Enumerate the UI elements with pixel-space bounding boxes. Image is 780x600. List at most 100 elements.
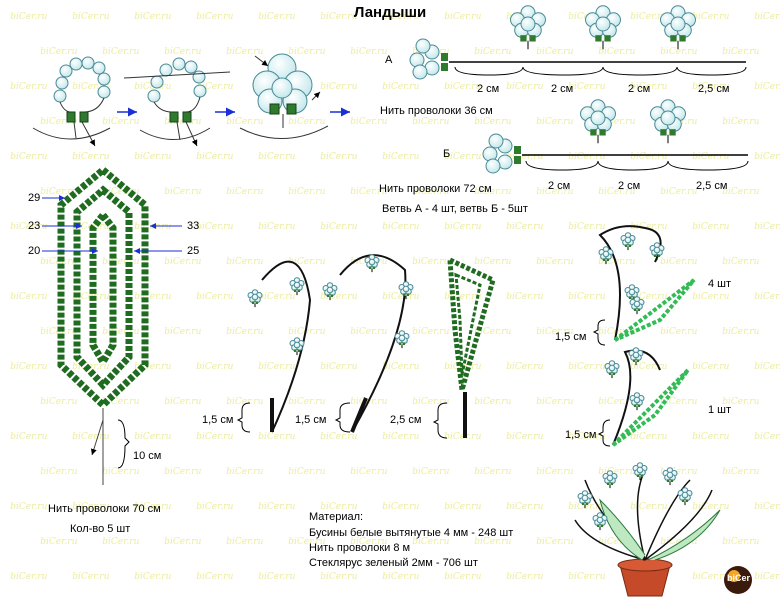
watermark-text: biCer.ru <box>10 82 48 92</box>
watermark-text: biCer.ru <box>506 222 544 232</box>
watermark-text: biCer.ru <box>722 257 760 267</box>
bell-cluster <box>247 289 263 308</box>
watermark-text: biCer.ru <box>288 327 326 337</box>
watermark-text: biCer.ru <box>692 502 730 512</box>
watermark-text: biCer.ru <box>382 152 420 162</box>
watermark-text: biCer.ru <box>72 12 110 22</box>
watermark-text: biCer.ru <box>10 432 48 442</box>
bell-cluster <box>604 360 620 379</box>
branch-b-letter: Б <box>443 148 451 160</box>
watermark-text: biCer.ru <box>630 222 668 232</box>
watermark-text: biCer.ru <box>72 82 110 92</box>
stem-length: 1,5 см <box>295 414 327 426</box>
watermark-text: biCer.ru <box>722 187 760 197</box>
assembly-length: 1,5 см <box>555 331 587 343</box>
watermark-text: biCer.ru <box>258 502 296 512</box>
watermark-text: biCer.ru <box>568 82 606 92</box>
watermark-text: biCer.ru <box>660 257 698 267</box>
bell-cluster <box>624 284 640 303</box>
watermark-text: biCer.ru <box>10 12 48 22</box>
assembly-top <box>592 225 696 346</box>
watermark-text: biCer.ru <box>226 467 264 477</box>
watermark-text: biCer.ru <box>102 537 140 547</box>
watermark-text: biCer.ru <box>692 292 730 302</box>
watermark-text: biCer.ru <box>134 152 172 162</box>
watermark-text: biCer.ru <box>630 292 668 302</box>
branch-a-spacing: 2 см <box>628 83 651 95</box>
watermark-text: biCer.ru <box>722 537 760 547</box>
watermark-text: biCer.ru <box>134 502 172 512</box>
watermark-text: biCer.ru <box>320 432 358 442</box>
branch-b-spacing: 2 см <box>618 180 641 192</box>
lily-flower <box>660 5 696 50</box>
lily-flower <box>580 99 616 144</box>
watermark-text: biCer.ru <box>536 327 574 337</box>
watermark-text: biCer.ru <box>102 327 140 337</box>
watermark-text: biCer.ru <box>598 257 636 267</box>
watermark-text: biCer.ru <box>382 222 420 232</box>
watermark-text: biCer.ru <box>258 222 296 232</box>
watermark-text: biCer.ru <box>754 362 780 372</box>
watermark-text: biCer.ru <box>164 397 202 407</box>
watermark-text: biCer.ru <box>134 82 172 92</box>
watermark-text: biCer.ru <box>536 187 574 197</box>
watermark-text: biCer.ru <box>598 537 636 547</box>
watermark-text: biCer.ru <box>506 152 544 162</box>
watermark-text: biCer.ru <box>196 12 234 22</box>
watermark-text: biCer.ru <box>226 257 264 267</box>
assembly-count: 1 шт <box>708 404 732 416</box>
watermark-text: biCer.ru <box>754 222 780 232</box>
watermark-text: biCer.ru <box>350 467 388 477</box>
watermark-text: biCer.ru <box>258 572 296 582</box>
watermark-text: biCer.ru <box>660 47 698 57</box>
watermark-text: biCer.ru <box>506 502 544 512</box>
watermark-text: biCer.ru <box>598 187 636 197</box>
watermark-text: biCer.ru <box>506 82 544 92</box>
watermark-text: biCer.ru <box>102 187 140 197</box>
flower-step-3 <box>239 53 329 139</box>
watermark-text: biCer.ru <box>444 502 482 512</box>
watermark-text: biCer.ru <box>164 327 202 337</box>
watermark-text: biCer.ru <box>164 257 202 267</box>
watermark-text: biCer.ru <box>692 12 730 22</box>
lily-flower <box>510 5 546 50</box>
watermark-text: biCer.ru <box>692 152 730 162</box>
watermark-text: biCer.ru <box>660 187 698 197</box>
watermark-text: biCer.ru <box>474 187 512 197</box>
flower-step-1 <box>32 56 111 146</box>
bell-cluster <box>632 462 648 481</box>
watermark-text: biCer.ru <box>226 47 264 57</box>
watermark-text: biCer.ru <box>474 397 512 407</box>
watermark-text: biCer.ru <box>134 362 172 372</box>
leaf-row-label: 29 <box>28 192 41 204</box>
watermark-text: biCer.ru <box>568 502 606 512</box>
watermark-text: biCer.ru <box>102 47 140 57</box>
watermark-text: biCer.ru <box>412 467 450 477</box>
watermark-text: biCer.ru <box>536 397 574 407</box>
watermark-text: biCer.ru <box>660 467 698 477</box>
watermark-text: biCer.ru <box>164 187 202 197</box>
watermark-text: biCer.ru <box>382 432 420 442</box>
bell-cluster <box>629 296 645 315</box>
stem-1 <box>236 260 312 433</box>
materials-line: Нить проволоки 8 м <box>309 542 411 554</box>
watermark-text: biCer.ru <box>630 152 668 162</box>
logo-badge <box>724 566 752 594</box>
watermark-text: biCer.ru <box>474 327 512 337</box>
watermark-text: biCer.ru <box>320 12 358 22</box>
watermark-text: biCer.ru <box>630 12 668 22</box>
watermark-text: biCer.ru <box>474 537 512 547</box>
watermark-text: biCer.ru <box>692 362 730 372</box>
watermark-text: biCer.ru <box>164 537 202 547</box>
bell-cluster <box>322 282 338 301</box>
watermark-text: biCer.ru <box>196 292 234 302</box>
watermark-text: biCer.ru <box>320 82 358 92</box>
watermark-text: biCer.ru <box>474 47 512 57</box>
watermark-text: biCer.ru <box>692 82 730 92</box>
leaf-stem-length: 10 см <box>133 450 162 462</box>
branch-a-letter: А <box>385 54 393 66</box>
watermark-text: biCer.ru <box>320 502 358 512</box>
bell-cluster <box>602 470 618 489</box>
leaf-wire: Нить проволоки 70 см <box>48 503 161 515</box>
bell-cluster <box>628 347 644 366</box>
